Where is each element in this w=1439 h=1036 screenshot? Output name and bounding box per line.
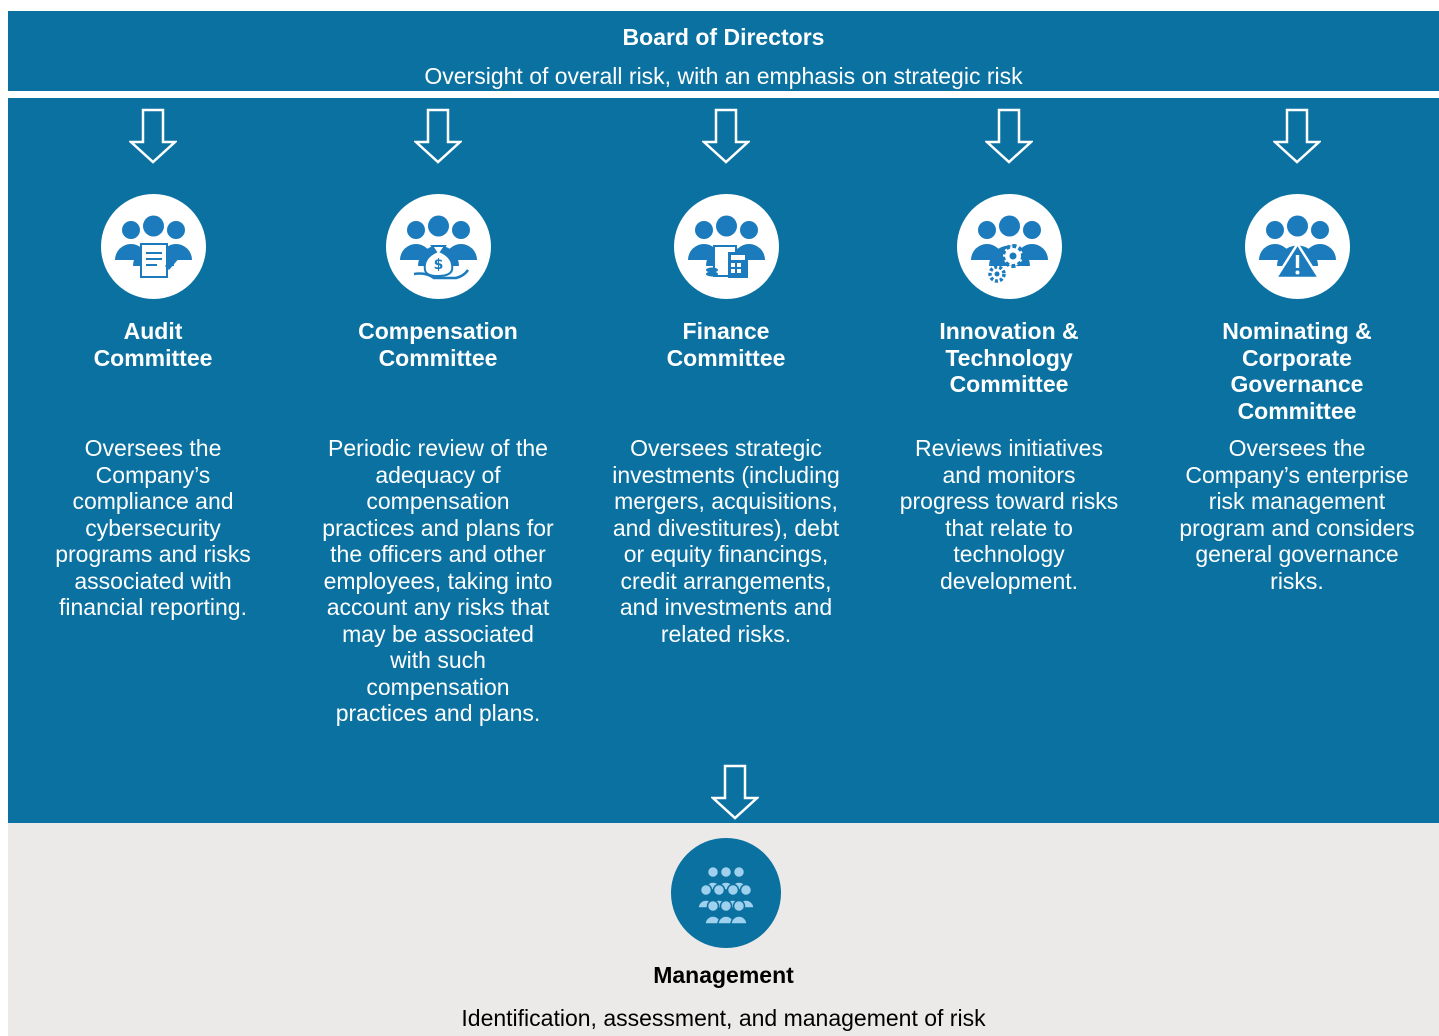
committee-title: Audit Committee	[93, 318, 213, 371]
svg-text:$: $	[434, 257, 444, 273]
committees-panel: Audit Committee Oversees the Company’s c…	[8, 98, 1439, 823]
people-document-icon	[101, 194, 206, 299]
management-subtitle: Identification, assessment, and manageme…	[461, 1005, 986, 1031]
down-arrow-icon	[985, 108, 1033, 164]
management-title: Management	[653, 962, 794, 988]
down-arrow-icon	[711, 764, 759, 820]
people-money-bag-icon: $	[386, 194, 491, 299]
board-of-directors-banner: Board of Directors Oversight of overall …	[8, 11, 1439, 91]
down-arrow-icon	[702, 108, 750, 164]
down-arrow-icon	[129, 108, 177, 164]
committee-description: Oversees strategic investments (includin…	[612, 435, 840, 647]
committee-description: Oversees the Company’s compliance and cy…	[55, 435, 251, 620]
committee-title: Innovation & Technology Committee	[939, 318, 1079, 397]
team-group-icon	[671, 838, 781, 948]
committee-description: Reviews initiatives and monitors progres…	[899, 435, 1119, 594]
committee-title: Compensation Committee	[358, 318, 518, 371]
management-panel: Management Identification, assessment, a…	[8, 823, 1439, 1036]
board-subtitle: Oversight of overall risk, with an empha…	[424, 63, 1023, 89]
people-gears-icon	[957, 194, 1062, 299]
committee-title: Finance Committee	[666, 318, 786, 371]
down-arrow-icon	[414, 108, 462, 164]
people-calculator-icon	[674, 194, 779, 299]
committee-description: Periodic review of the adequacy of compe…	[322, 435, 554, 726]
down-arrow-icon	[1273, 108, 1321, 164]
board-title: Board of Directors	[622, 24, 825, 50]
people-warning-icon	[1245, 194, 1350, 299]
committee-title: Nominating & Corporate Governance Commit…	[1222, 318, 1372, 424]
committee-description: Oversees the Company’s enterprise risk m…	[1179, 435, 1415, 594]
